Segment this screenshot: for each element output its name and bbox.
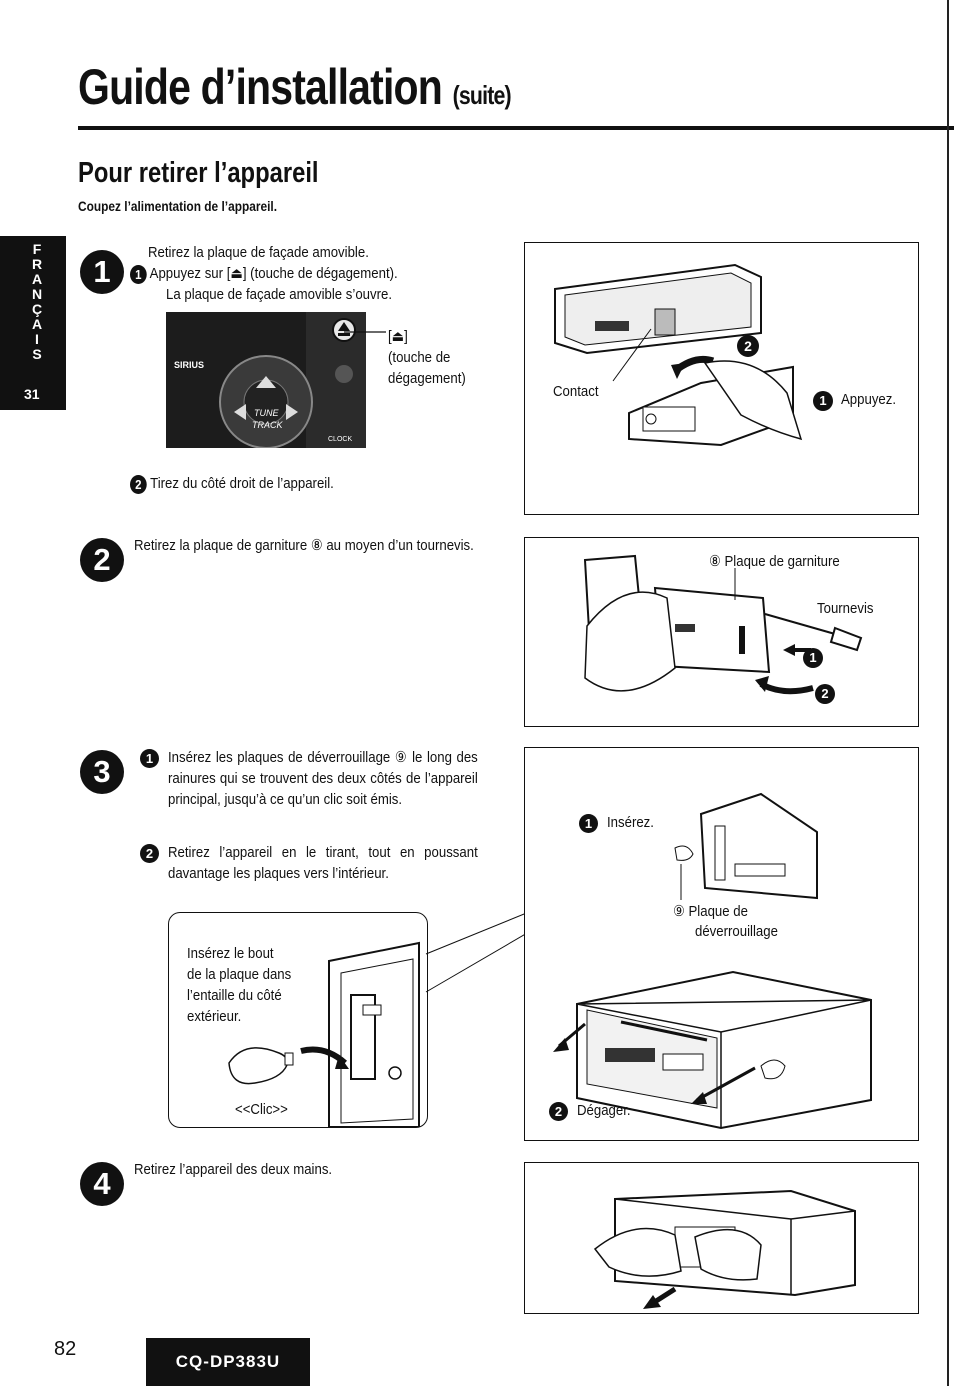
section-page-number: 31 xyxy=(24,386,40,402)
figure-pull-out-unit xyxy=(524,1162,919,1314)
screwdriver-marker-icon: 1 xyxy=(803,648,823,668)
figure-release-plates: 1 Insérez. ⑨ Plaque de déverrouillage 2 … xyxy=(524,747,919,1141)
photo-tune-label: TUNE xyxy=(254,408,279,418)
sub-marker-icon: 1 xyxy=(140,749,159,768)
photo-clock-label: CLOCK xyxy=(328,436,353,443)
inset-detail: Insérez le bout de la plaque dans l’enta… xyxy=(168,912,428,1128)
faceplate-removal-drawing xyxy=(554,263,803,447)
pull-marker-icon: 2 xyxy=(737,335,759,357)
tab-letter: S xyxy=(32,346,42,362)
step-1-sub2-text: Tirez du côté droit de l’appareil. xyxy=(150,475,334,492)
step-3-sub2-text: Retirez l’appareil en le tirant, tout en… xyxy=(168,844,478,882)
release-marker-icon: 2 xyxy=(549,1102,568,1121)
language-tab: F R A N Ç A I S 31 xyxy=(0,236,66,410)
inset-line1: Insérez le bout xyxy=(187,945,274,962)
step-1-badge: 1 xyxy=(80,250,124,294)
inset-line2: de la plaque dans xyxy=(187,966,292,983)
page-number: 82 xyxy=(54,1338,77,1360)
photo-brand-label: SIRIUS xyxy=(174,360,205,370)
step-4-badge: 4 xyxy=(80,1162,124,1206)
page-title-suffix: (suite) xyxy=(452,80,512,110)
release-label: Dégager. xyxy=(577,1102,631,1119)
release-key-callout-line2: dégagement) xyxy=(388,370,466,387)
sub-marker-icon: 2 xyxy=(140,844,159,863)
tab-letter: N xyxy=(31,286,43,302)
model-badge: CQ-DP383U xyxy=(146,1338,310,1386)
inset-drawing xyxy=(228,941,420,1128)
trim-plate-drawing xyxy=(583,554,863,695)
step-3-badge: 3 xyxy=(80,750,124,794)
tab-letter: F xyxy=(32,241,42,257)
lever-marker-icon: 2 xyxy=(815,684,835,704)
inset-line3: l’entaille du côté xyxy=(187,987,282,1004)
section-note: Coupez l’alimentation de l’appareil. xyxy=(78,198,278,214)
page-title-text: Guide d’installation xyxy=(78,59,443,115)
step-1-sub1: 1 Appuyez sur [⏏] (touche de dégagement)… xyxy=(130,263,398,284)
step-2-badge: 2 xyxy=(80,538,124,582)
step-2-text: Retirez la plaque de garniture ⑧ au moye… xyxy=(134,537,474,554)
screwdriver-label: Tournevis xyxy=(817,600,874,617)
sub-marker-icon: 1 xyxy=(130,264,147,284)
callout-leader-line xyxy=(344,331,386,333)
press-marker-icon: 1 xyxy=(813,391,833,411)
faceplate-photo-drawing xyxy=(166,312,366,448)
release-plates-drawing xyxy=(553,792,872,1130)
click-label: <<Clic>> xyxy=(235,1101,288,1118)
release-plate-label-line1: ⑨ Plaque de xyxy=(673,903,748,920)
tab-letter: R xyxy=(31,256,43,272)
step-1-sub2: 2 Tirez du côté droit de l’appareil. xyxy=(130,473,334,494)
pull-out-unit-drawing xyxy=(593,1189,856,1309)
page-title: Guide d’installation (suite) xyxy=(78,58,512,116)
tab-letter: I xyxy=(35,331,39,347)
release-plate-label-line2: déverrouillage xyxy=(695,923,778,940)
release-key-callout: [⏏] xyxy=(388,328,408,345)
step-4-text: Retirez l’appareil des deux mains. xyxy=(134,1161,333,1178)
title-rule xyxy=(78,126,954,130)
step-1-sub1-line2: La plaque de façade amovible s’ouvre. xyxy=(166,286,393,303)
trim-plate-label: ⑧ Plaque de garniture xyxy=(709,553,840,570)
tab-letter: Ç xyxy=(31,301,43,317)
contact-label: Contact xyxy=(553,383,599,400)
photo-track-label: TRACK xyxy=(252,420,283,430)
insert-marker-icon: 1 xyxy=(579,814,598,833)
page-edge-line xyxy=(947,0,949,1386)
section-title: Pour retirer l’appareil xyxy=(78,157,319,189)
step-1-sub1-line1: Appuyez sur [⏏] (touche de dégagement). xyxy=(149,265,398,282)
step-1-intro: Retirez la plaque de façade amovible. xyxy=(148,244,369,261)
language-tab-letters: F R A N Ç A I S xyxy=(30,242,44,362)
step-3-sub1-text: Insérez les plaques de déverrouillage ⑨ … xyxy=(168,749,478,808)
tab-letter: A xyxy=(31,316,43,332)
figure-trim-plate: ⑧ Plaque de garniture Tournevis 1 2 xyxy=(524,537,919,727)
release-key-callout-line1: (touche de xyxy=(388,349,451,366)
release-button-photo: SIRIUS TUNE TRACK CLOCK xyxy=(166,312,366,448)
figure-remove-faceplate: 2 Contact 1 Appuyez. xyxy=(524,242,919,515)
tab-letter: A xyxy=(31,271,43,287)
sub-marker-icon: 2 xyxy=(130,474,147,494)
inset-line4: extérieur. xyxy=(187,1008,242,1025)
insert-label: Insérez. xyxy=(607,814,654,831)
press-label: Appuyez. xyxy=(841,391,897,408)
